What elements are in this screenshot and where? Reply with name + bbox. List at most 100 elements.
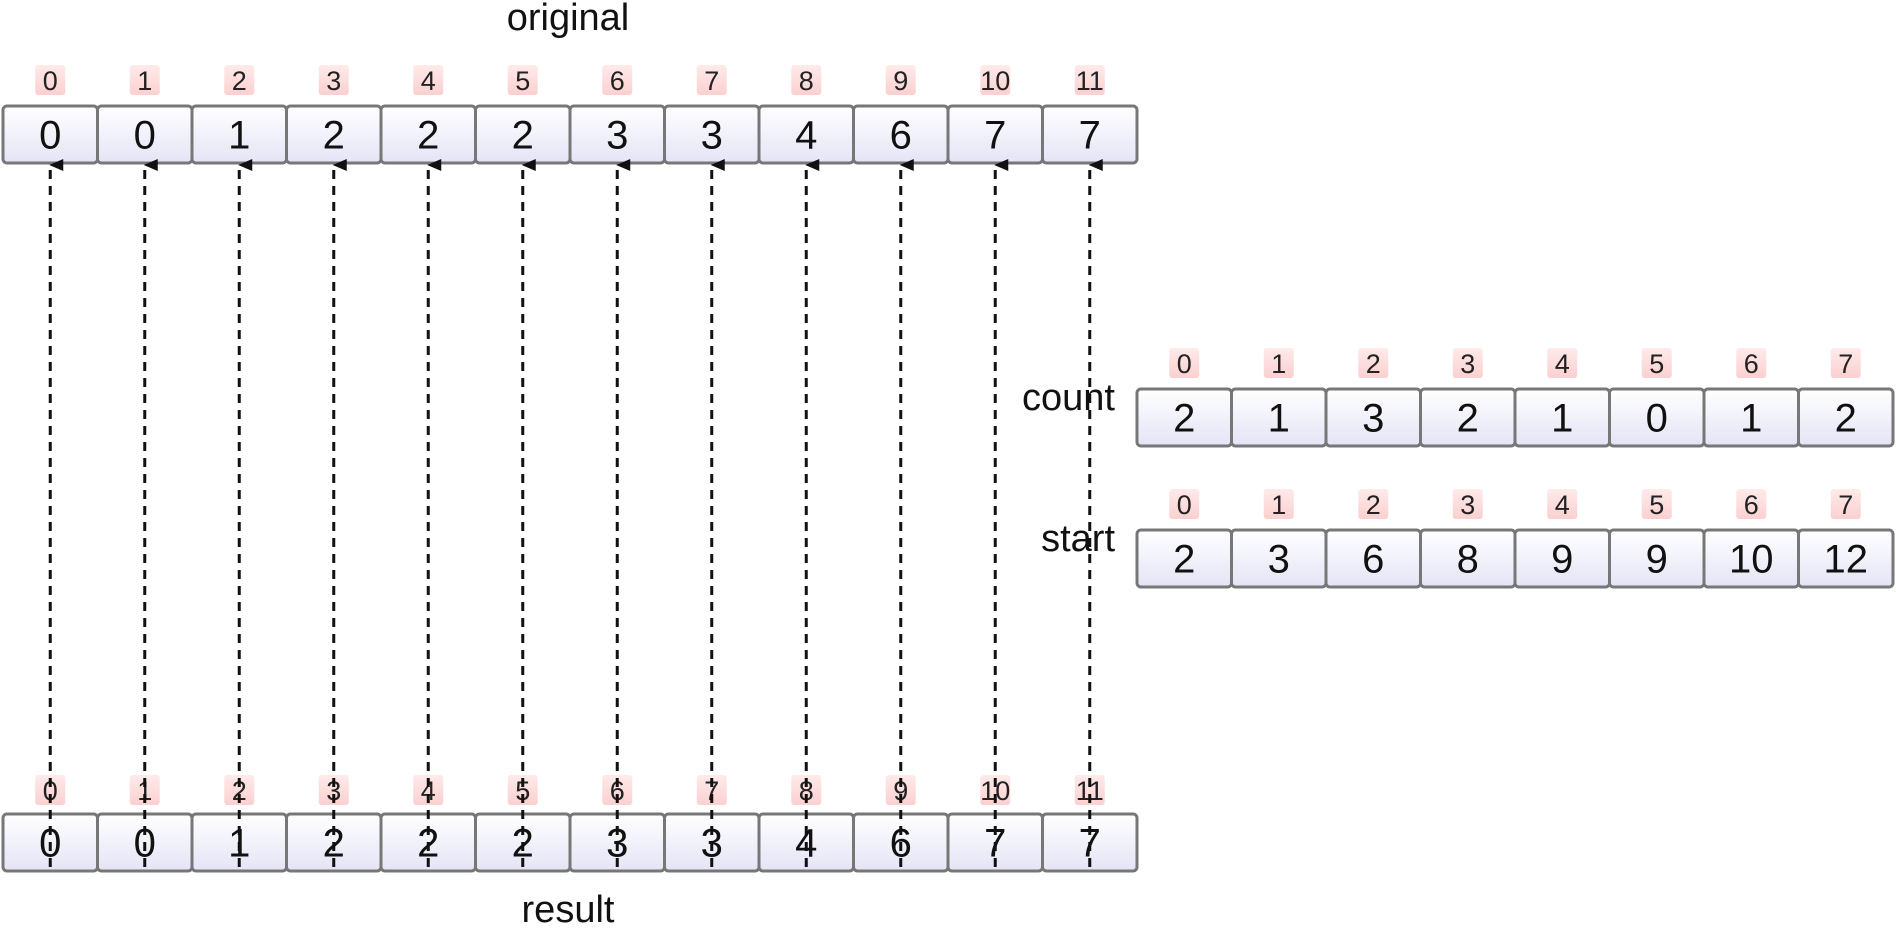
original-cell: 2 <box>379 104 477 165</box>
original-index-tag-bg <box>696 65 727 95</box>
original-index-tag-bg <box>35 65 66 95</box>
original-cell-value: 7 <box>984 114 1006 158</box>
result-index-tag: 2 <box>224 775 255 806</box>
result-index-label: 0 <box>43 776 58 806</box>
count-index-tag: 2 <box>1358 348 1389 379</box>
start-index-label: 7 <box>1838 490 1853 520</box>
count-cell-value: 1 <box>1551 397 1573 441</box>
original-index-label: 0 <box>43 66 58 96</box>
result-index-tag: 6 <box>602 775 633 806</box>
original-cell-value: 2 <box>512 114 534 158</box>
count-cell-value: 0 <box>1646 397 1668 441</box>
count-index-tag-bg <box>1830 348 1861 378</box>
start-index-tag-bg <box>1169 489 1200 519</box>
original-index-label: 2 <box>232 66 247 96</box>
original-index-label: 10 <box>980 66 1010 96</box>
original-cell-value: 1 <box>228 114 250 158</box>
original-index-tag: 4 <box>413 65 444 96</box>
start-index-tag-bg <box>1547 489 1578 519</box>
original-cell-value: 2 <box>417 114 439 158</box>
count-index-tag: 0 <box>1169 348 1200 379</box>
start-cell-value: 8 <box>1457 538 1479 582</box>
original-index-tag-bg <box>602 65 633 95</box>
original-cell-value: 6 <box>890 114 912 158</box>
result-index-label: 7 <box>704 776 719 806</box>
count-index-tag-bg <box>1263 348 1294 378</box>
start-index-tag-bg <box>1736 489 1767 519</box>
count-cell: 0 <box>1608 387 1706 448</box>
start-cell-value: 2 <box>1173 538 1195 582</box>
result-index-tag: 0 <box>35 775 66 806</box>
original-index-tag: 5 <box>507 65 538 96</box>
count-index-tag-bg <box>1452 348 1483 378</box>
original-index-label: 4 <box>421 66 436 96</box>
original-index-tag-bg <box>1074 65 1105 95</box>
original-cell: 7 <box>946 104 1044 165</box>
original-index-tag: 10 <box>980 65 1010 96</box>
result-index-tag-bg <box>980 775 1011 805</box>
result-index-tag-bg <box>224 775 255 805</box>
count-cell: 3 <box>1324 387 1422 448</box>
original-index-tag-bg <box>224 65 255 95</box>
start-index-tag: 7 <box>1830 489 1861 520</box>
original-cell-value: 4 <box>795 114 817 158</box>
count-index-tag: 7 <box>1830 348 1861 379</box>
original-cell-value: 7 <box>1079 114 1101 158</box>
count-index-tag: 6 <box>1736 348 1767 379</box>
original-cell: 7 <box>1041 104 1139 165</box>
start-cell: 6 <box>1324 528 1422 589</box>
start-cell-value: 10 <box>1729 538 1774 582</box>
count-cell-value: 2 <box>1457 397 1479 441</box>
original-index-tag-bg <box>318 65 349 95</box>
start-index-tag: 6 <box>1736 489 1767 520</box>
original-index-tag: 3 <box>318 65 349 96</box>
result-index-tag: 8 <box>791 775 822 806</box>
start-index-label: 4 <box>1555 490 1570 520</box>
original-cell: 1 <box>190 104 288 165</box>
start-index-tag: 2 <box>1358 489 1389 520</box>
result-index-tag: 7 <box>696 775 727 806</box>
original-cell-value: 0 <box>134 114 156 158</box>
start-cell-value: 9 <box>1646 538 1668 582</box>
count-index-label: 1 <box>1271 349 1286 379</box>
count-array-label: count <box>1022 377 1115 419</box>
count-cell: 2 <box>1135 387 1233 448</box>
start-index-tag: 3 <box>1452 489 1483 520</box>
result-index-tag: 5 <box>507 775 538 806</box>
result-array-label: result <box>522 889 615 930</box>
start-cell: 8 <box>1419 528 1517 589</box>
result-index-label: 6 <box>610 776 625 806</box>
start-cell: 10 <box>1702 528 1800 589</box>
start-index-tag-bg <box>1263 489 1294 519</box>
original-index-tag: 6 <box>602 65 633 96</box>
count-index-label: 6 <box>1744 349 1759 379</box>
start-cell: 12 <box>1797 528 1895 589</box>
original-index-tag-bg <box>791 65 822 95</box>
count-cell: 1 <box>1513 387 1611 448</box>
original-index-tag-bg <box>885 65 916 95</box>
count-cell: 1 <box>1702 387 1800 448</box>
start-cell-value: 12 <box>1824 538 1869 582</box>
count-cell-box <box>1797 387 1895 448</box>
result-index-tag: 1 <box>129 775 160 806</box>
start-index-label: 3 <box>1460 490 1475 520</box>
count-index-label: 5 <box>1649 349 1664 379</box>
count-index-label: 7 <box>1838 349 1853 379</box>
original-index-tag-bg <box>980 65 1011 95</box>
original-cell: 2 <box>474 104 572 165</box>
original-index-label: 6 <box>610 66 625 96</box>
original-cell-value: 3 <box>701 114 723 158</box>
start-cell: 2 <box>1135 528 1233 589</box>
count-cell-value: 2 <box>1835 397 1857 441</box>
start-index-label: 5 <box>1649 490 1664 520</box>
result-index-label: 9 <box>893 776 908 806</box>
start-cell-value: 3 <box>1268 538 1290 582</box>
original-index-tag-bg <box>129 65 160 95</box>
original-cell: 0 <box>96 104 194 165</box>
result-index-tag-bg <box>507 775 538 805</box>
original-cell: 2 <box>285 104 383 165</box>
